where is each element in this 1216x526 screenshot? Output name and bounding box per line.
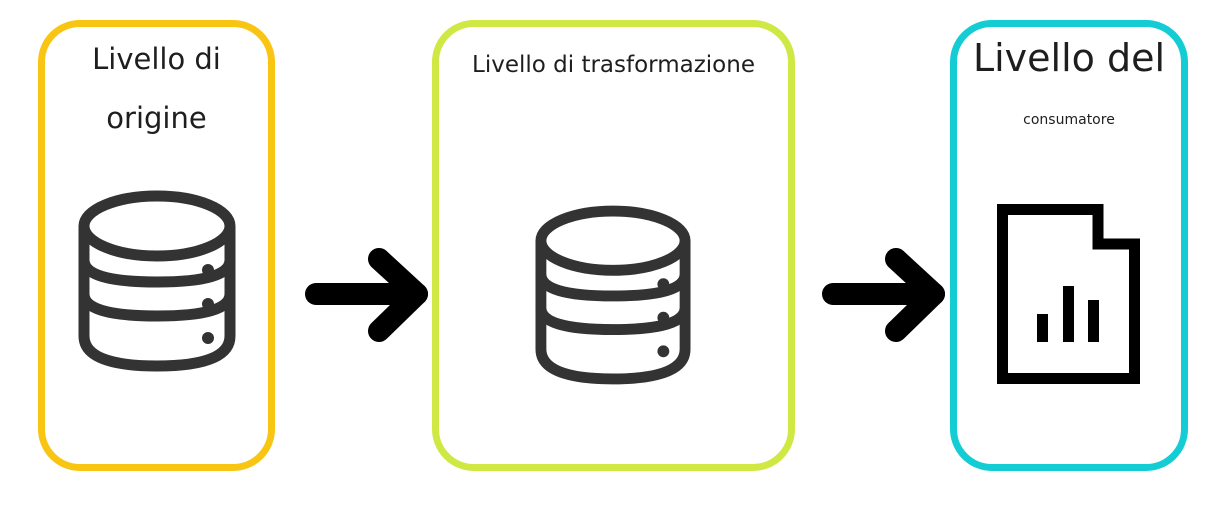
consumer-layer-title-line1: Livello del <box>972 36 1166 80</box>
report-document-icon <box>997 204 1140 384</box>
database-icon <box>78 190 236 372</box>
consumer-layer-box <box>950 20 1188 471</box>
transformation-layer-title: Livello di trasformazione <box>472 52 755 78</box>
source-layer-title-line1: Livello di <box>92 42 221 76</box>
consumer-layer-title-line2: consumatore <box>1023 112 1115 128</box>
transformation-layer-box <box>432 20 795 471</box>
arrow-right-icon <box>305 248 428 342</box>
database-icon <box>535 205 691 385</box>
arrow-right-icon <box>822 248 945 342</box>
source-layer-title-line2: origine <box>106 101 207 135</box>
